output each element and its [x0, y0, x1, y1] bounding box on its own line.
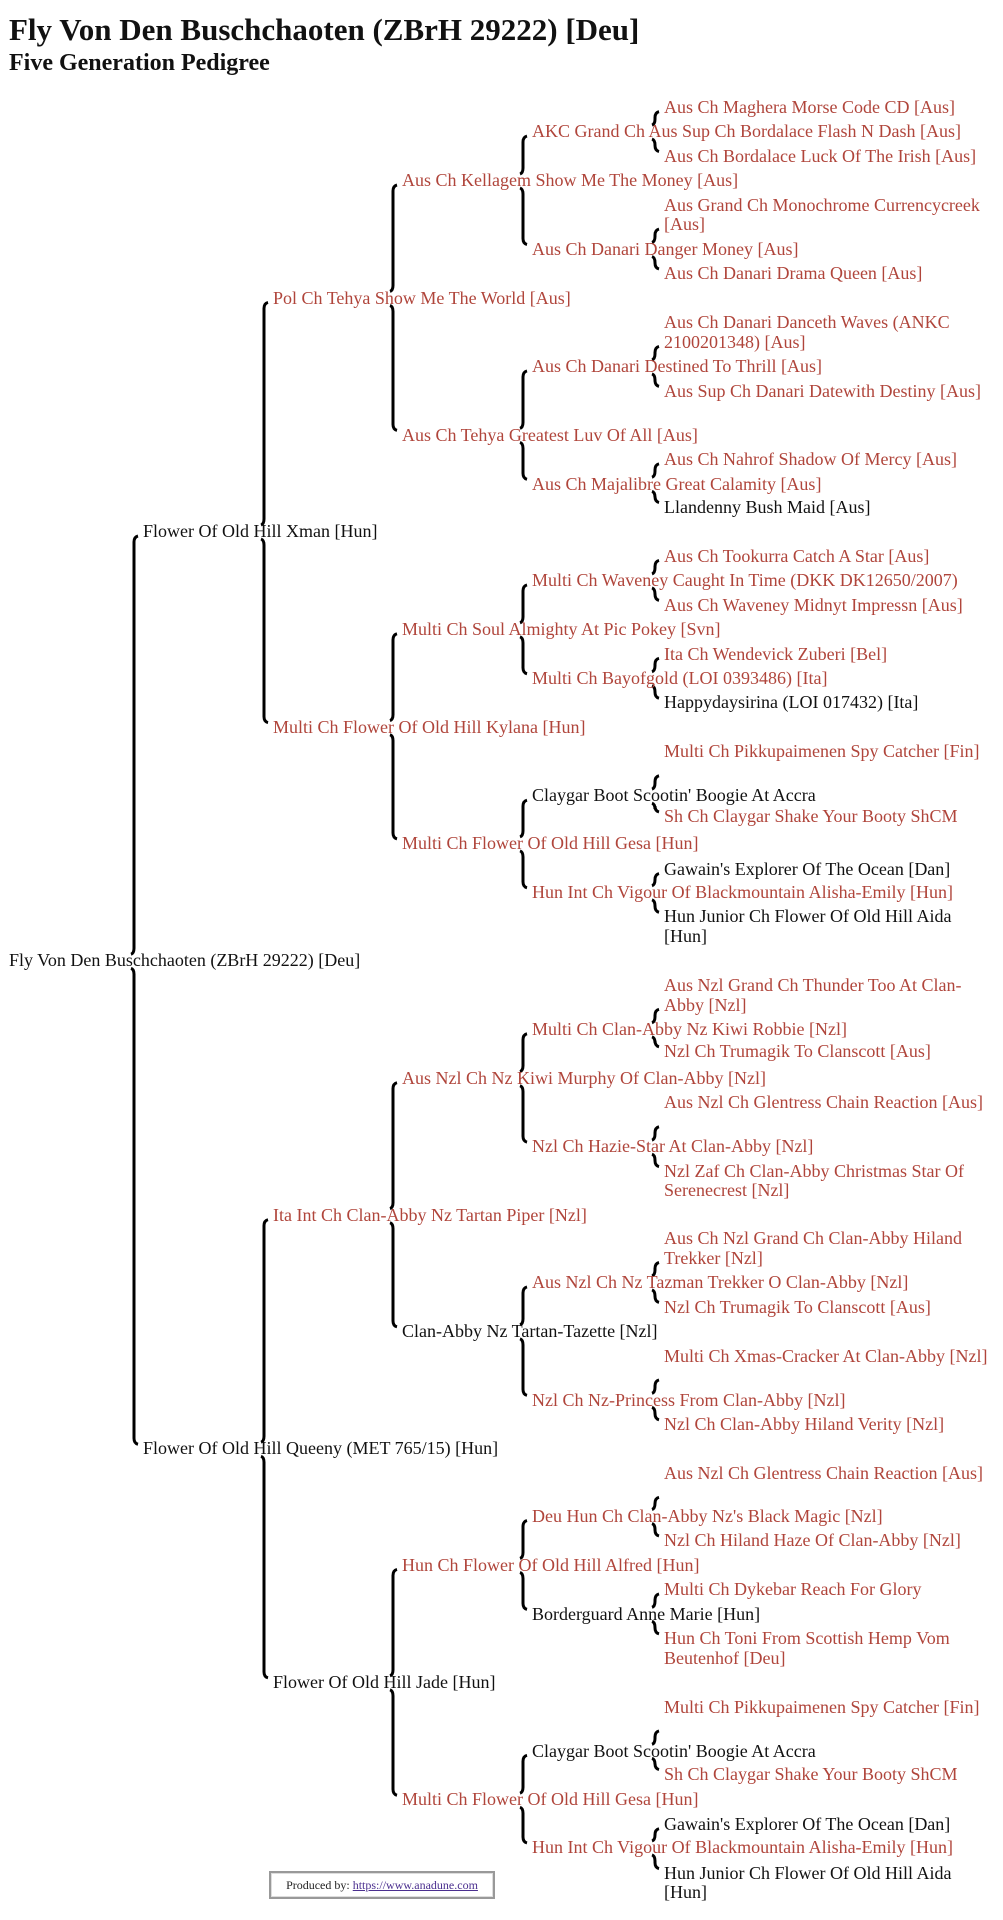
- sire-bracket: [519, 369, 528, 430]
- dam-bracket: [260, 1454, 269, 1680]
- producer-credit: Produced by: https://www.anadune.com: [269, 1871, 495, 1899]
- sire-bracket: [519, 583, 528, 625]
- ancestor-gen4-dsss[interactable]: Multi Ch Clan-Abby Nz Kiwi Robbie [Nzl]: [532, 1018, 847, 1039]
- ancestor-gen5-ddddd[interactable]: Hun Junior Ch Flower Of Old Hill Aida [H…: [664, 1862, 952, 1903]
- ancestor-gen4-sdss[interactable]: Multi Ch Waveney Caught In Time (DKK DK1…: [532, 570, 958, 591]
- ancestor-gen4-sdds[interactable]: Claygar Boot Scootin' Boogie At Accra: [532, 785, 816, 806]
- ancestor-gen5-dddsd[interactable]: Sh Ch Claygar Shake Your Booty ShCM: [664, 1763, 958, 1784]
- ancestor-gen1-s[interactable]: Flower Of Old Hill Xman [Hun]: [143, 521, 378, 542]
- dam-bracket: [519, 440, 528, 481]
- ancestor-gen3-dss[interactable]: Aus Nzl Ch Nz Kiwi Murphy Of Clan-Abby […: [402, 1067, 766, 1088]
- ancestor-gen2-ss[interactable]: Pol Ch Tehya Show Me The World [Aus]: [273, 287, 571, 308]
- ancestor-gen5-sdssd[interactable]: Aus Ch Waveney Midnyt Impressn [Aus]: [664, 594, 963, 615]
- ancestor-gen5-dsdss[interactable]: Aus Ch Nzl Grand Ch Clan-Abby Hiland Tre…: [664, 1228, 962, 1268]
- dam-bracket: [519, 849, 528, 890]
- producer-link[interactable]: https://www.anadune.com: [352, 1878, 478, 1892]
- dam-bracket: [389, 1688, 398, 1797]
- ancestor-gen4-sssd[interactable]: Aus Ch Danari Danger Money [Aus]: [532, 238, 799, 259]
- dam-bracket: [519, 1571, 528, 1611]
- ancestor-gen4-ddds[interactable]: Claygar Boot Scootin' Boogie At Accra: [532, 1740, 816, 1761]
- sire-bracket: [130, 534, 139, 956]
- ancestor-gen5-dsssd[interactable]: Nzl Ch Trumagik To Clanscott [Aus]: [664, 1040, 931, 1061]
- ancestor-gen3-sdd[interactable]: Multi Ch Flower Of Old Hill Gesa [Hun]: [402, 833, 699, 854]
- ancestor-gen5-ssdsd[interactable]: Aus Sup Ch Danari Datewith Destiny [Aus]: [664, 380, 981, 401]
- ancestor-gen5-dsddd[interactable]: Nzl Ch Clan-Abby Hiland Verity [Nzl]: [664, 1413, 945, 1434]
- sire-bracket: [519, 798, 528, 839]
- sire-bracket: [519, 134, 528, 176]
- producer-label: Produced by:: [286, 1878, 350, 1892]
- sire-bracket: [389, 1567, 398, 1678]
- dam-bracket: [519, 186, 528, 246]
- sire-bracket: [389, 183, 398, 293]
- ancestor-gen5-sssss[interactable]: Aus Ch Maghera Morse Code CD [Aus]: [664, 96, 955, 117]
- ancestor-gen5-sssds[interactable]: Aus Grand Ch Monochrome Currencycreek [A…: [664, 194, 980, 235]
- ancestor-gen5-sddss[interactable]: Multi Ch Pikkupaimenen Spy Catcher [Fin]: [664, 741, 980, 762]
- ancestor-gen5-sdsss[interactable]: Aus Ch Tookurra Catch A Star [Aus]: [664, 545, 930, 566]
- ancestor-gen4-ddss[interactable]: Deu Hun Ch Clan-Abby Nz's Black Magic [N…: [532, 1505, 883, 1526]
- ancestor-gen4-dsds[interactable]: Aus Nzl Ch Nz Tazman Trekker O Clan-Abby…: [532, 1272, 909, 1293]
- ancestor-gen5-dsdds[interactable]: Multi Ch Xmas-Cracker At Clan-Abby [Nzl]: [664, 1345, 988, 1366]
- dam-bracket: [389, 303, 398, 432]
- ancestor-gen5-sddsd[interactable]: Sh Ch Claygar Shake Your Booty ShCM: [664, 806, 958, 827]
- ancestor-gen5-ddssd[interactable]: Nzl Ch Hiland Haze Of Clan-Abby [Nzl]: [664, 1530, 961, 1551]
- sire-bracket: [519, 1519, 528, 1560]
- ancestor-gen2-ds[interactable]: Ita Int Ch Clan-Abby Nz Tartan Piper [Nz…: [273, 1204, 587, 1225]
- ancestor-gen5-dssds[interactable]: Aus Nzl Ch Glentress Chain Reaction [Aus…: [664, 1092, 983, 1113]
- ancestor-gen5-ddsss[interactable]: Aus Nzl Ch Glentress Chain Reaction [Aus…: [664, 1462, 983, 1483]
- ancestor-gen4-ssdd[interactable]: Aus Ch Majalibre Great Calamity [Aus]: [532, 473, 822, 494]
- page-title: Fly Von Den Buschchaoten (ZBrH 29222) [D…: [9, 12, 640, 47]
- dam-bracket: [519, 1805, 528, 1845]
- dam-bracket: [519, 1084, 528, 1144]
- ancestor-gen3-dds[interactable]: Hun Ch Flower Of Old Hill Alfred [Hun]: [402, 1554, 700, 1575]
- ancestor-gen4-dsdd[interactable]: Nzl Ch Nz-Princess From Clan-Abby [Nzl]: [532, 1389, 846, 1410]
- ancestor-gen5-dsdsd[interactable]: Nzl Ch Trumagik To Clanscott [Aus]: [664, 1296, 931, 1317]
- ancestor-gen4-dddd[interactable]: Hun Int Ch Vigour Of Blackmountain Alish…: [532, 1837, 954, 1858]
- ancestor-gen5-dssdd[interactable]: Nzl Zaf Ch Clan-Abby Christmas Star Of S…: [664, 1160, 964, 1201]
- ancestor-gen5-ssdss[interactable]: Aus Ch Danari Danceth Waves (ANKC 210020…: [664, 312, 950, 352]
- dam-bracket: [519, 635, 528, 676]
- sire-bracket: [260, 300, 269, 527]
- dam-bracket: [389, 733, 398, 841]
- sire-bracket: [519, 1753, 528, 1795]
- ancestor-gen5-sdsdd[interactable]: Happydaysirina (LOI 017432) [Ita]: [664, 692, 919, 713]
- ancestor-gen5-ssssd[interactable]: Aus Ch Bordalace Luck Of The Irish [Aus]: [664, 145, 977, 166]
- ancestor-gen5-ssdds[interactable]: Aus Ch Nahrof Shadow Of Mercy [Aus]: [664, 449, 957, 470]
- sire-bracket: [519, 1285, 528, 1327]
- ancestor-gen4-ssss[interactable]: AKC Grand Ch Aus Sup Ch Bordalace Flash …: [532, 121, 961, 142]
- dam-bracket: [130, 966, 139, 1446]
- ancestor-gen5-ddsdd[interactable]: Hun Ch Toni From Scottish Hemp Vom Beute…: [664, 1628, 950, 1668]
- ancestor-gen5-ssddd[interactable]: Llandenny Bush Maid [Aus]: [664, 496, 871, 517]
- ancestor-gen5-sssdd[interactable]: Aus Ch Danari Drama Queen [Aus]: [664, 263, 923, 284]
- sire-bracket: [389, 632, 398, 723]
- ancestor-gen3-sds[interactable]: Multi Ch Soul Almighty At Pic Pokey [Svn…: [402, 619, 721, 640]
- dam-bracket: [519, 1337, 528, 1397]
- ancestor-gen3-dsd[interactable]: Clan-Abby Nz Tartan-Tazette [Nzl]: [402, 1321, 658, 1342]
- ancestor-gen3-ddd[interactable]: Multi Ch Flower Of Old Hill Gesa [Hun]: [402, 1789, 699, 1810]
- ancestor-gen4-ssds[interactable]: Aus Ch Danari Destined To Thrill [Aus]: [532, 356, 823, 377]
- ancestor-gen1-d[interactable]: Flower Of Old Hill Queeny (MET 765/15) […: [143, 1438, 499, 1459]
- ancestor-gen3-sss[interactable]: Aus Ch Kellagem Show Me The Money [Aus]: [402, 170, 739, 191]
- sire-bracket: [519, 1032, 528, 1074]
- ancestor-gen5-dssss[interactable]: Aus Nzl Grand Ch Thunder Too At Clan-Abb…: [664, 974, 962, 1015]
- subject-dog-name[interactable]: Fly Von Den Buschchaoten (ZBrH 29222) [D…: [9, 950, 361, 971]
- ancestor-gen5-sddds[interactable]: Gawain's Explorer Of The Ocean [Dan]: [664, 858, 951, 879]
- ancestor-gen4-ddsd[interactable]: Borderguard Anne Marie [Hun]: [532, 1603, 761, 1624]
- ancestor-gen2-dd[interactable]: Flower Of Old Hill Jade [Hun]: [273, 1672, 496, 1693]
- ancestor-gen5-sdsds[interactable]: Ita Ch Wendevick Zuberi [Bel]: [664, 643, 888, 664]
- ancestor-gen4-dssd[interactable]: Nzl Ch Hazie-Star At Clan-Abby [Nzl]: [532, 1136, 814, 1157]
- ancestor-gen5-sdddd[interactable]: Hun Junior Ch Flower Of Old Hill Aida [H…: [664, 906, 952, 947]
- ancestor-gen4-sddd[interactable]: Hun Int Ch Vigour Of Blackmountain Alish…: [532, 881, 954, 902]
- ancestor-gen2-sd[interactable]: Multi Ch Flower Of Old Hill Kylana [Hun]: [273, 716, 586, 737]
- ancestor-gen5-dddds[interactable]: Gawain's Explorer Of The Ocean [Dan]: [664, 1813, 951, 1834]
- ancestor-gen4-sdsd[interactable]: Multi Ch Bayofgold (LOI 0393486) [Ita]: [532, 667, 828, 688]
- dam-bracket: [389, 1221, 398, 1329]
- page-subtitle: Five Generation Pedigree: [9, 50, 270, 76]
- sire-bracket: [260, 1218, 269, 1444]
- ancestor-gen5-dddss[interactable]: Multi Ch Pikkupaimenen Spy Catcher [Fin]: [664, 1696, 980, 1717]
- ancestor-gen3-ssd[interactable]: Aus Ch Tehya Greatest Luv Of All [Aus]: [402, 424, 698, 445]
- ancestor-gen5-ddsds[interactable]: Multi Ch Dykebar Reach For Glory: [664, 1579, 922, 1600]
- sire-bracket: [389, 1081, 398, 1211]
- dam-bracket: [260, 537, 269, 725]
